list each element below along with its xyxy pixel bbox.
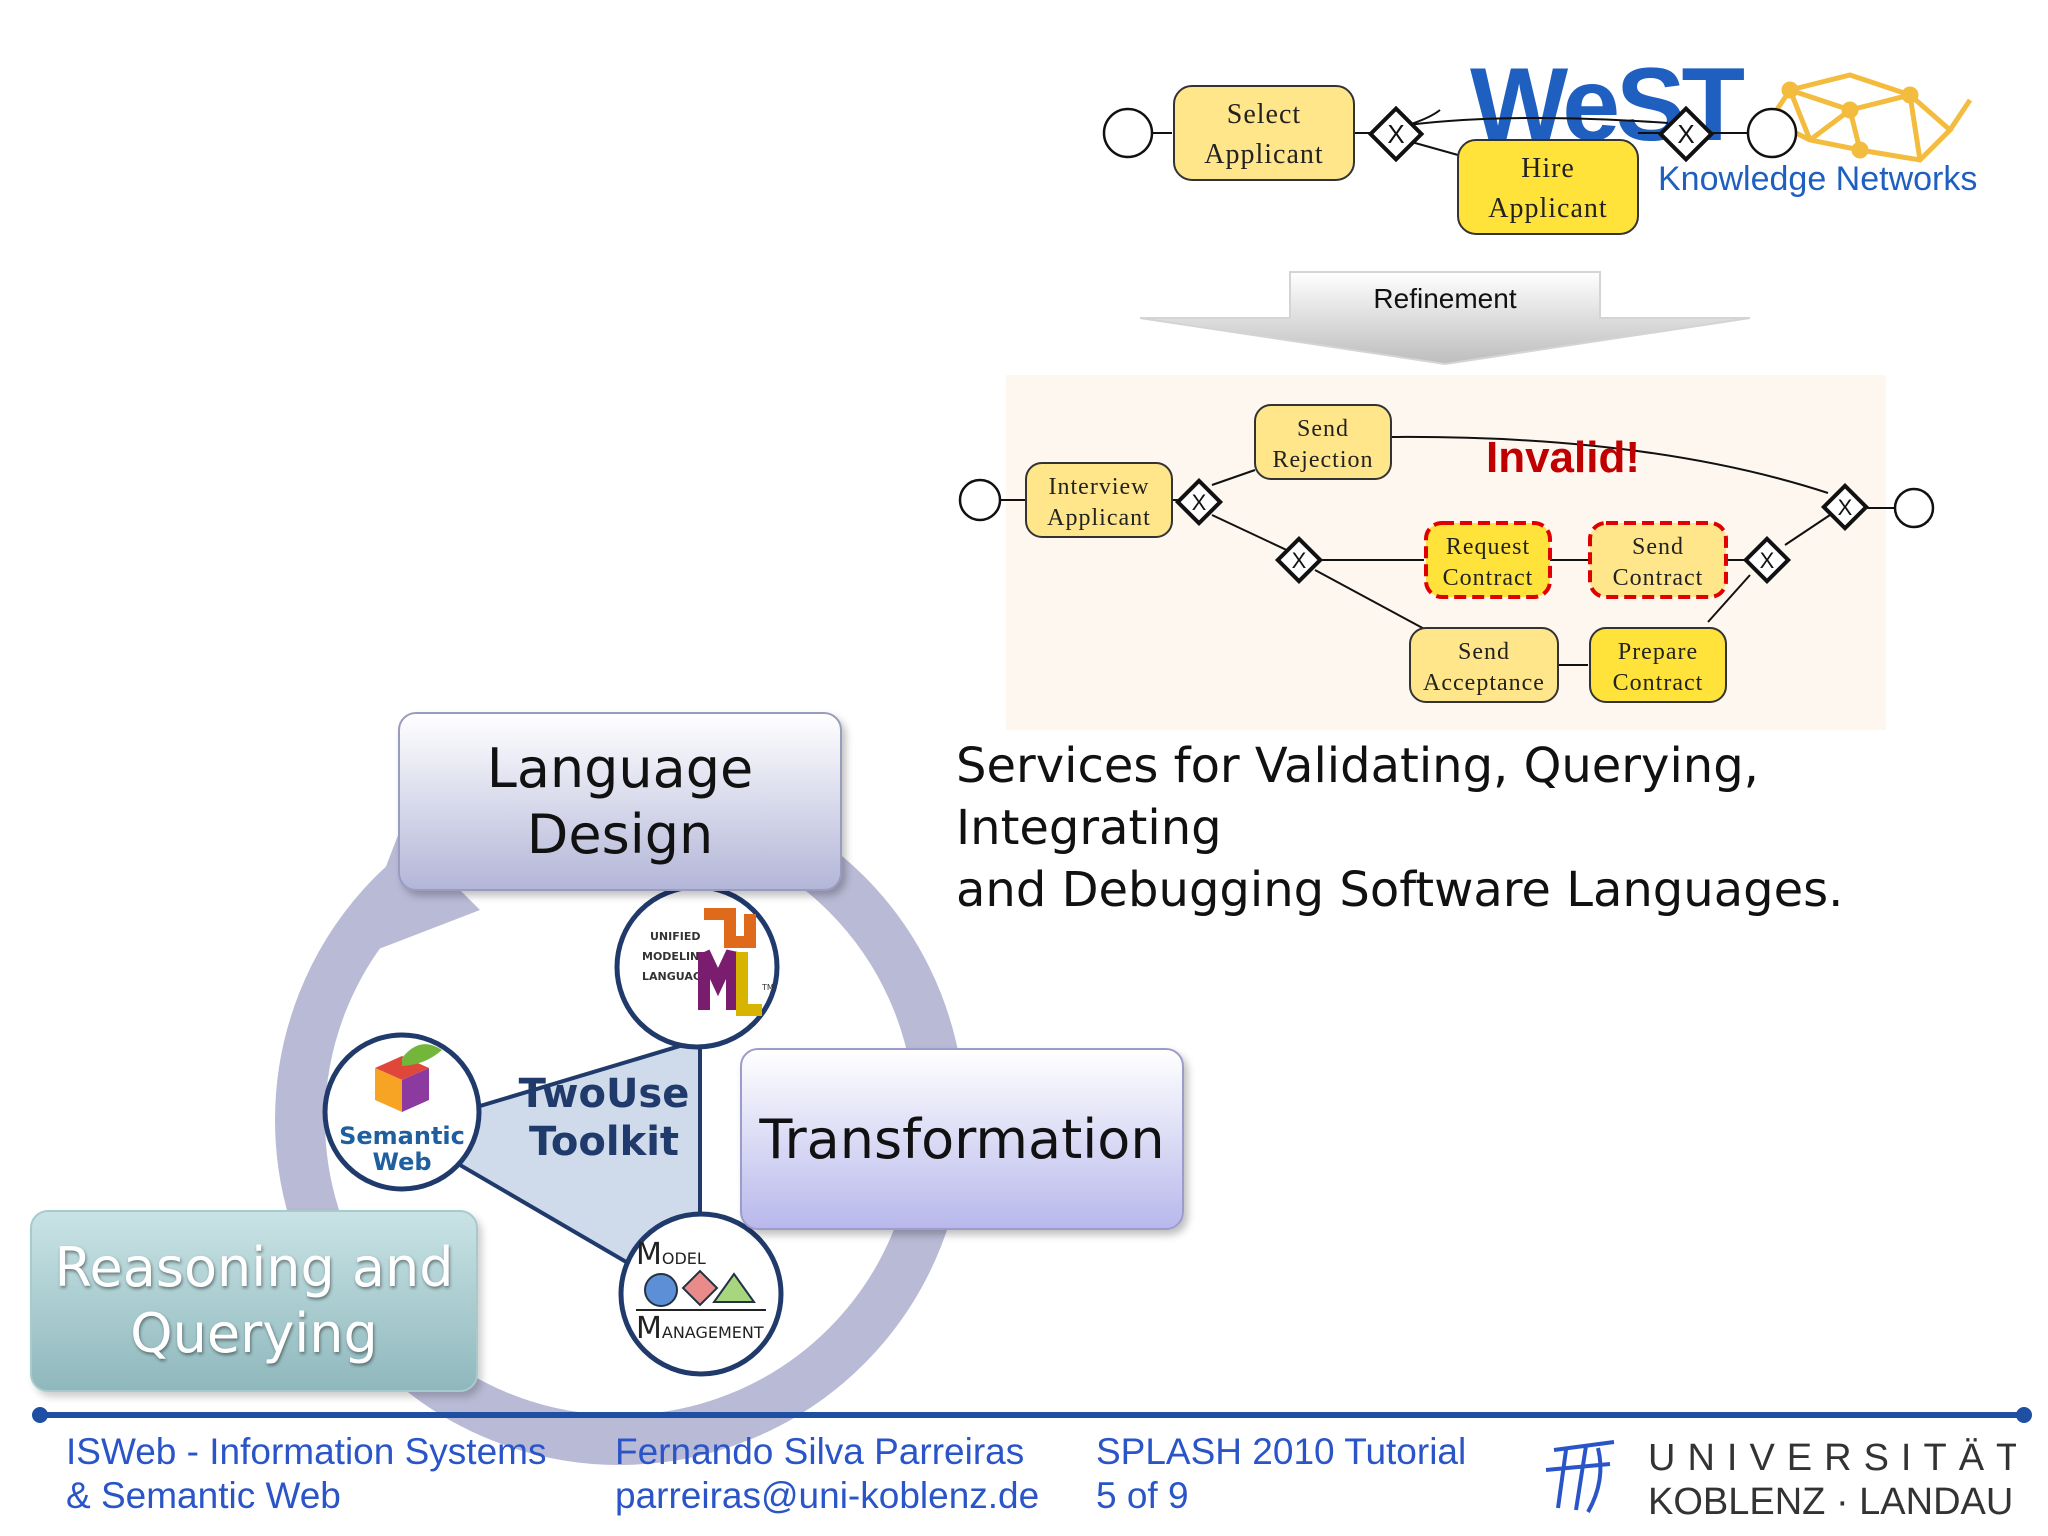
send-contract-line2: Contract	[1613, 565, 1704, 591]
send-rejection-line2: Rejection	[1273, 447, 1374, 473]
interview-line2: Applicant	[1047, 505, 1151, 531]
svg-text:Semantic: Semantic	[339, 1122, 465, 1150]
footer-author: Fernando Silva Parreiras parreiras@uni-k…	[615, 1430, 1039, 1518]
svg-text:Web: Web	[372, 1148, 431, 1176]
request-contract-line1: Request	[1446, 534, 1530, 560]
svg-text:X: X	[1292, 548, 1307, 573]
refined-gateway-2: X	[1274, 535, 1324, 585]
services-description: Services for Validating, Querying, Integ…	[956, 735, 2016, 921]
svg-text:X: X	[1760, 548, 1775, 573]
footer-group-line1: ISWeb - Information Systems	[66, 1431, 547, 1472]
university-logo: UNIVERSITÄT KOBLENZ · LANDAU	[1545, 1437, 2016, 1522]
footer-author-name: Fernando Silva Parreiras	[615, 1431, 1025, 1472]
svg-text:X: X	[1838, 495, 1853, 520]
select-applicant-line2: Applicant	[1204, 139, 1323, 170]
send-rejection-line1: Send	[1297, 416, 1349, 442]
west-logo-tagline: Knowledge Networks	[1658, 160, 1977, 198]
refined-process-diagram: Interview Applicant X Send Rejection Inv…	[958, 375, 1935, 730]
footer-divider	[40, 1412, 2024, 1418]
send-rejection-task: Send Rejection	[1254, 404, 1392, 480]
send-contract-task: Send Contract	[1588, 521, 1728, 599]
university-emblem-icon	[1545, 1440, 1615, 1513]
language-design-line1: Language	[486, 736, 754, 800]
request-contract-task: Request Contract	[1424, 521, 1552, 599]
services-line2: and Debugging Software Languages.	[956, 862, 1844, 918]
refinement-label: Refinement	[1373, 283, 1516, 314]
hire-applicant-line1: Hire	[1521, 153, 1575, 184]
gateway-1-label: X	[1387, 119, 1404, 149]
gateway-2: X	[1657, 105, 1715, 163]
footer-divider-right-dot	[2016, 1407, 2032, 1423]
semantic-web-logo: Semantic Web	[322, 1032, 482, 1192]
refined-start-event	[958, 478, 1002, 522]
footer-group-name: ISWeb - Information Systems & Semantic W…	[66, 1430, 546, 1518]
prepare-contract-line1: Prepare	[1618, 639, 1698, 665]
interview-line1: Interview	[1049, 474, 1150, 500]
twouse-toolkit-triangle: TwoUse Toolkit	[395, 1037, 702, 1309]
model-management-logo: MODEL MANAGEMENT	[618, 1211, 784, 1377]
top-process-diagram: WeST d Knowledge Networks Select Applica…	[1102, 47, 1977, 235]
transformation-box: Transformation	[740, 1048, 1184, 1230]
refined-gateway-4: X	[1820, 482, 1870, 532]
hire-applicant-line2: Applicant	[1488, 193, 1607, 224]
prepare-contract-task: Prepare Contract	[1589, 627, 1727, 703]
footer-event-name: SPLASH 2010 Tutorial	[1096, 1431, 1467, 1472]
svg-text:LANGUAGE: LANGUAGE	[642, 970, 709, 983]
footer-page-number: 5 of 9	[1096, 1475, 1189, 1516]
footer-event: SPLASH 2010 Tutorial 5 of 9	[1096, 1430, 1466, 1518]
send-contract-line1: Send	[1632, 534, 1684, 560]
west-network-graphic	[1767, 72, 1973, 163]
select-applicant-line1: Select	[1227, 99, 1301, 130]
reasoning-querying-box: Reasoning and Querying	[30, 1210, 478, 1392]
gateway-1: X	[1367, 105, 1425, 163]
send-acceptance-line1: Send	[1458, 639, 1510, 665]
transformation-label: Transformation	[759, 1107, 1165, 1171]
start-event	[1102, 107, 1154, 159]
refined-end-event	[1893, 487, 1935, 529]
uml-logo: UNIFIED MODELING LANGUAGE TM	[614, 884, 780, 1050]
send-acceptance-line2: Acceptance	[1423, 670, 1545, 696]
svg-text:MODEL: MODEL	[636, 1237, 706, 1272]
svg-text:UNIFIED: UNIFIED	[650, 930, 700, 943]
reasoning-line1: Reasoning and	[54, 1236, 454, 1299]
gateway-2-label: X	[1677, 119, 1694, 149]
invalid-label: Invalid!	[1486, 433, 1640, 482]
svg-text:X: X	[1192, 490, 1207, 515]
footer-author-email[interactable]: parreiras@uni-koblenz.de	[615, 1475, 1040, 1516]
university-line2: KOBLENZ · LANDAU	[1648, 1481, 2013, 1522]
interview-applicant-task: Interview Applicant	[1025, 462, 1173, 538]
language-design-line2: Design	[526, 802, 714, 866]
svg-text:MODELING: MODELING	[642, 950, 708, 963]
send-acceptance-task: Send Acceptance	[1409, 627, 1559, 703]
refined-gateway-3: X	[1742, 535, 1792, 585]
request-contract-line2: Contract	[1443, 565, 1534, 591]
reasoning-line2: Querying	[130, 1302, 378, 1365]
hire-applicant-task: Hire Applicant	[1457, 139, 1639, 235]
footer-divider-left-dot	[32, 1407, 48, 1423]
select-applicant-task: Select Applicant	[1173, 85, 1355, 181]
toolkit-line2: Toolkit	[529, 1119, 679, 1165]
language-design-box: Language Design	[398, 712, 842, 891]
footer-group-line2: & Semantic Web	[66, 1475, 341, 1516]
university-line1: UNIVERSITÄT	[1648, 1437, 2016, 1479]
services-line1: Services for Validating, Querying, Integ…	[956, 738, 1759, 856]
end-event	[1746, 107, 1798, 159]
prepare-contract-line2: Contract	[1613, 670, 1704, 696]
refined-gateway-1: X	[1174, 477, 1224, 527]
svg-text:MANAGEMENT: MANAGEMENT	[636, 1311, 764, 1346]
toolkit-line1: TwoUse	[519, 1071, 690, 1117]
refinement-arrow: Refinement	[1139, 271, 1751, 366]
svg-text:TM: TM	[761, 983, 774, 992]
